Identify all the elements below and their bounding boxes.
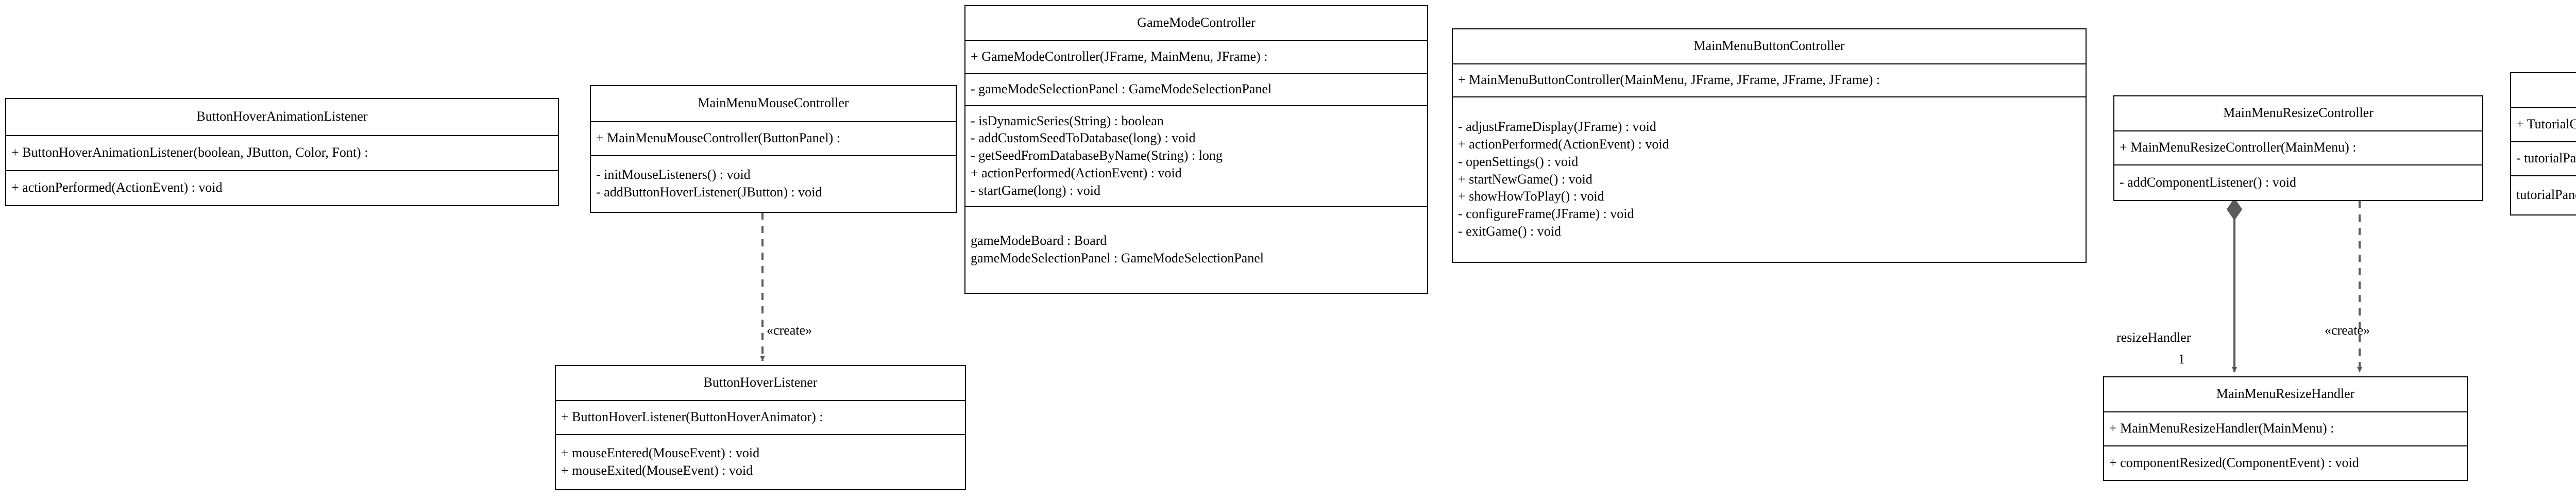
class-name-compartment: GameModeController: [965, 6, 1427, 41]
associations-compartment: gameModeBoard : Board gameModeSelectionP…: [965, 207, 1427, 293]
class-box-button-hover-listener[interactable]: ButtonHoverListener + ButtonHoverListene…: [555, 365, 966, 490]
class-member: + MainMenuButtonController(MainMenu, JFr…: [1458, 72, 1880, 88]
class-name-compartment: ButtonHoverAnimationListener: [6, 99, 558, 136]
class-member: tutorialPanel : JPanel: [2516, 187, 2576, 203]
edge-label-multiplicity-resize-handler: 1: [2178, 352, 2185, 367]
class-member: + startNewGame() : void: [1458, 171, 1592, 187]
class-member: - initMouseListeners() : void: [596, 167, 751, 182]
constructors-compartment: + ButtonHoverListener(ButtonHoverAnimato…: [556, 401, 965, 435]
class-name: MainMenuMouseController: [698, 95, 849, 110]
filled-diamond-icon: [2226, 198, 2243, 221]
constructors-compartment: + MainMenuMouseController(ButtonPanel) :: [591, 122, 956, 156]
class-box-game-mode-controller[interactable]: GameModeController + GameModeController(…: [964, 5, 1428, 294]
class-member: + MainMenuResizeController(MainMenu) :: [2120, 140, 2357, 155]
edge-label-role-resize-handler: resizeHandler: [2116, 330, 2191, 345]
class-member: - isDynamicSeries(String) : boolean: [971, 113, 1164, 128]
class-member: + showHowToPlay() : void: [1458, 189, 1604, 204]
class-box-tutorial-controller[interactable]: TutorialController + TutorialController(…: [2510, 72, 2576, 215]
class-box-main-menu-resize-handler[interactable]: MainMenuResizeHandler + MainMenuResizeHa…: [2103, 376, 2468, 481]
class-member: + ButtonHoverListener(ButtonHoverAnimato…: [561, 409, 823, 425]
class-member: + MainMenuResizeHandler(MainMenu) :: [2109, 421, 2334, 436]
class-name: TutorialController: [2516, 81, 2576, 98]
class-box-button-hover-animation-listener[interactable]: ButtonHoverAnimationListener + ButtonHov…: [5, 98, 559, 206]
constructors-compartment: + ButtonHoverAnimationListener(boolean, …: [6, 136, 558, 171]
class-name-compartment: ButtonHoverListener: [556, 366, 965, 401]
class-box-main-menu-button-controller[interactable]: MainMenuButtonController + MainMenuButto…: [1452, 28, 2087, 263]
class-member: + mouseEntered(MouseEvent) : void: [561, 445, 760, 460]
class-member: + GameModeController(JFrame, MainMenu, J…: [971, 49, 1268, 64]
operations-compartment: + mouseEntered(MouseEvent) : void + mous…: [556, 435, 965, 489]
class-name: MainMenuResizeHandler: [2216, 386, 2355, 401]
class-member: - adjustFrameDisplay(JFrame) : void: [1458, 119, 1656, 135]
class-member: + mouseExited(MouseEvent) : void: [561, 462, 753, 478]
class-member: + actionPerformed(ActionEvent) : void: [11, 180, 223, 195]
constructors-compartment: + GameModeController(JFrame, MainMenu, J…: [965, 41, 1427, 74]
class-member: - addComponentListener() : void: [2120, 174, 2296, 190]
class-name-compartment: MainMenuButtonController: [1453, 29, 2086, 64]
class-member: - addButtonHoverListener(JButton) : void: [596, 185, 822, 200]
operations-compartment: - isDynamicSeries(String) : boolean - ad…: [965, 106, 1427, 207]
constructors-compartment: + MainMenuButtonController(MainMenu, JFr…: [1453, 64, 2086, 97]
class-name: ButtonHoverListener: [703, 374, 818, 390]
edge-label-create-resize-handler: «create»: [2325, 323, 2370, 338]
class-member: + actionPerformed(ActionEvent) : void: [1458, 137, 1669, 152]
constructors-compartment: + TutorialController(MainMenu, JFrame) :: [2511, 108, 2576, 142]
class-member: - startGame(long) : void: [971, 182, 1100, 198]
class-name-compartment: MainMenuMouseController: [591, 86, 956, 122]
edge-label-create-button-hover-listener: «create»: [767, 323, 812, 338]
edge-aggregation-resize-handler: [2226, 198, 2243, 373]
class-member: - tutorialPanel : TutorialPanel: [2516, 151, 2576, 166]
operations-compartment: - adjustFrameDisplay(JFrame) : void + ac…: [1453, 97, 2086, 262]
operations-compartment: - initMouseListeners() : void - addButto…: [591, 156, 956, 212]
attributes-compartment: - tutorialPanel : TutorialPanel: [2511, 142, 2576, 176]
class-member: + ButtonHoverAnimationListener(boolean, …: [11, 145, 368, 160]
class-name-compartment: TutorialController: [2511, 73, 2576, 108]
class-name-compartment: MainMenuResizeHandler: [2104, 377, 2467, 412]
operations-compartment: + componentResized(ComponentEvent) : voi…: [2104, 446, 2467, 480]
class-member: - getSeedFromDatabaseByName(String) : lo…: [971, 148, 1223, 163]
associations-compartment: tutorialPanel : JPanel: [2511, 176, 2576, 214]
class-member: gameModeBoard : Board: [971, 233, 1107, 248]
class-member: - gameModeSelectionPanel : GameModeSelec…: [971, 81, 1272, 97]
class-box-main-menu-resize-controller[interactable]: MainMenuResizeController + MainMenuResiz…: [2113, 95, 2483, 201]
class-member: + MainMenuMouseController(ButtonPanel) :: [596, 130, 840, 146]
class-name: MainMenuButtonController: [1693, 38, 1845, 53]
class-member: + componentResized(ComponentEvent) : voi…: [2109, 455, 2359, 470]
class-member: - configureFrame(JFrame) : void: [1458, 206, 1634, 222]
class-member: + actionPerformed(ActionEvent) : void: [971, 165, 1182, 180]
class-name-compartment: MainMenuResizeController: [2114, 96, 2482, 131]
class-name: MainMenuResizeController: [2223, 105, 2374, 120]
class-box-main-menu-mouse-controller[interactable]: MainMenuMouseController + MainMenuMouseC…: [590, 85, 957, 213]
class-member: - addCustomSeedToDatabase(long) : void: [971, 130, 1196, 146]
operations-compartment: + actionPerformed(ActionEvent) : void: [6, 171, 558, 205]
operations-compartment: - addComponentListener() : void: [2114, 165, 2482, 200]
class-member: gameModeSelectionPanel : GameModeSelecti…: [971, 251, 1264, 265]
class-name: ButtonHoverAnimationListener: [196, 108, 368, 124]
class-member: - exitGame() : void: [1458, 223, 1561, 239]
class-member: - openSettings() : void: [1458, 154, 1579, 169]
class-member: + TutorialController(MainMenu, JFrame) :: [2516, 117, 2576, 132]
constructors-compartment: + MainMenuResizeHandler(MainMenu) :: [2104, 412, 2467, 446]
constructors-compartment: + MainMenuResizeController(MainMenu) :: [2114, 131, 2482, 165]
class-name: GameModeController: [1137, 14, 1256, 30]
attributes-compartment: - gameModeSelectionPanel : GameModeSelec…: [965, 74, 1427, 106]
